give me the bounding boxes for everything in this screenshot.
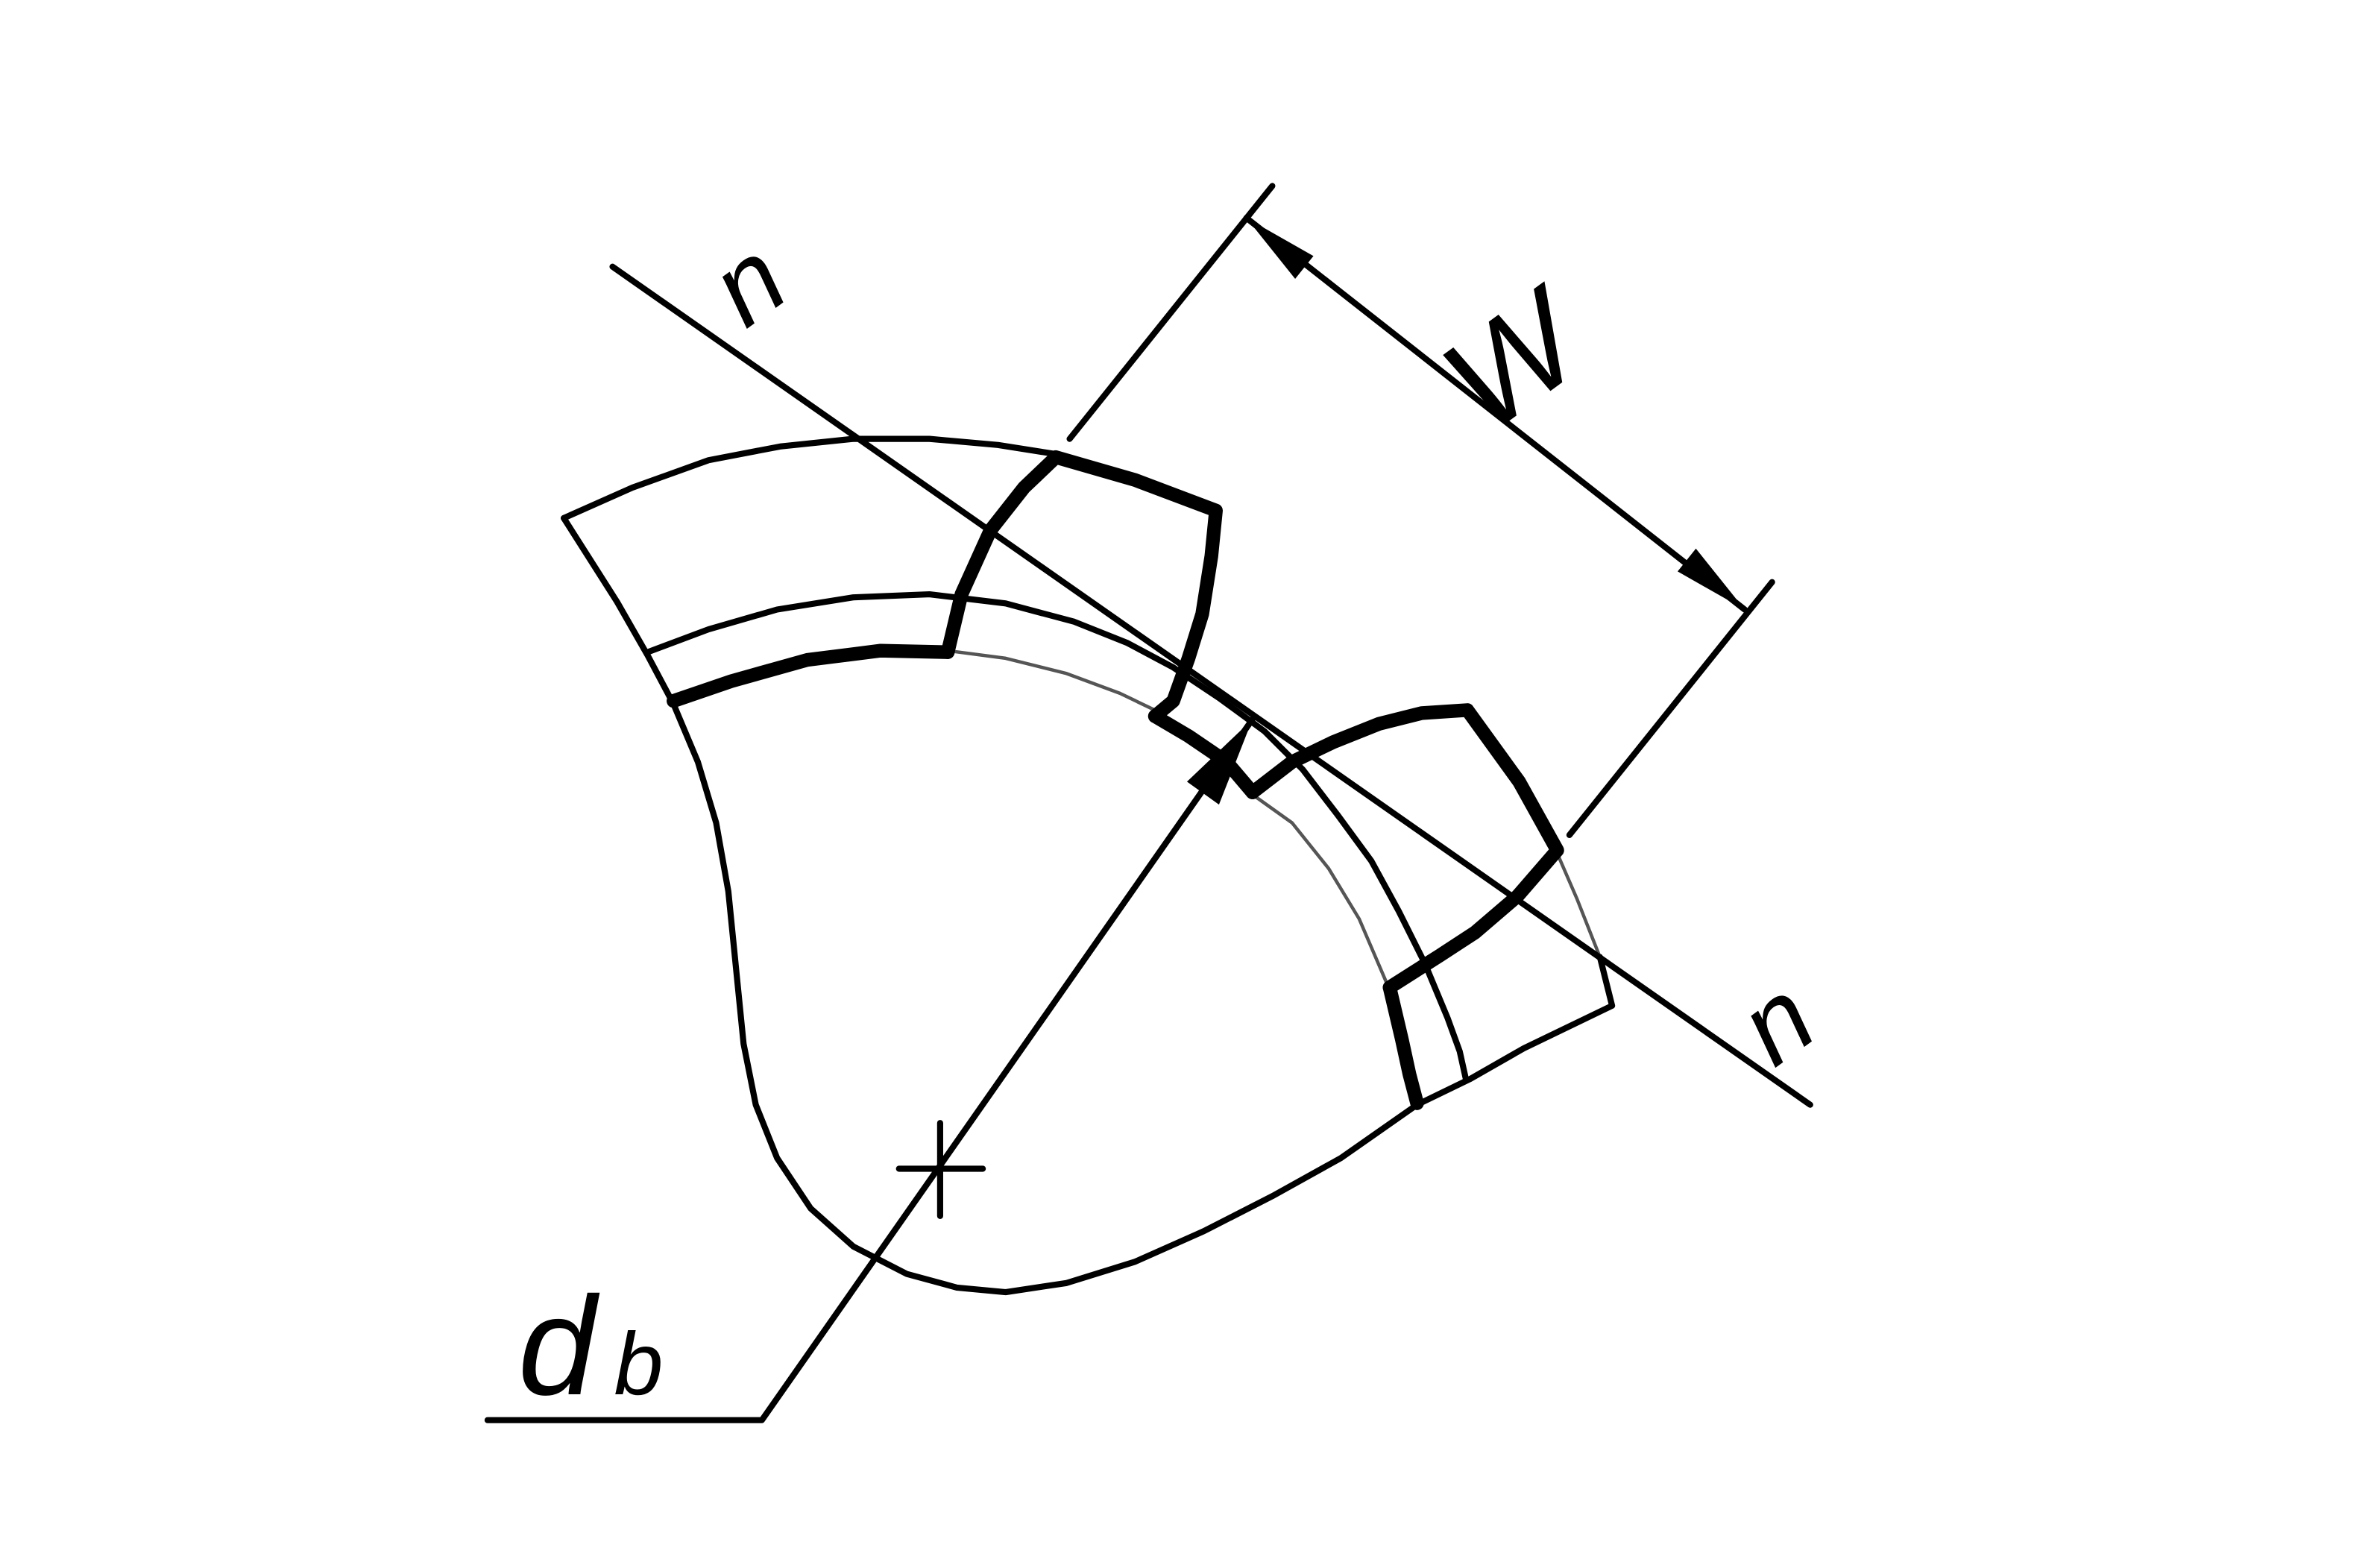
span-label: W — [1417, 258, 1616, 460]
gear-sector-outline — [561, 435, 1616, 1296]
base-circle-arc-lower — [1247, 790, 1388, 985]
sector-left-edge — [561, 514, 1420, 1296]
tooth-space-root — [1147, 709, 1260, 799]
span-dimension — [1066, 183, 1775, 839]
center-mark-icon — [895, 1120, 986, 1219]
root-flank-right — [1382, 980, 1424, 1110]
root-arc-left — [667, 643, 955, 708]
tip-circle-arc-left — [561, 435, 1060, 521]
base-diameter-dimension — [484, 716, 1256, 1423]
tip-circle-arc-right — [1555, 851, 1602, 959]
extension-line-lower — [1566, 579, 1775, 839]
extension-line-upper — [1066, 183, 1276, 442]
base-diameter-subscript: b — [614, 1315, 664, 1414]
base-circle-arc — [945, 649, 1160, 714]
diameter-arrowhead — [1186, 719, 1253, 805]
arrowhead-upper — [1246, 218, 1314, 280]
arrowhead-lower — [1677, 548, 1745, 610]
tooth-2-profile — [1245, 703, 1564, 995]
base-diameter-label: d — [518, 1268, 600, 1424]
tooth-1-profile — [940, 450, 1223, 723]
normal-label-top: n — [690, 218, 807, 348]
dimension-line — [1243, 215, 1748, 613]
tooth-profiles — [667, 450, 1564, 1110]
normal-line — [609, 263, 1813, 1108]
diameter-leader — [484, 716, 1256, 1423]
normal-label-bottom: n — [1718, 957, 1836, 1087]
sector-right-edge — [1414, 954, 1616, 1108]
